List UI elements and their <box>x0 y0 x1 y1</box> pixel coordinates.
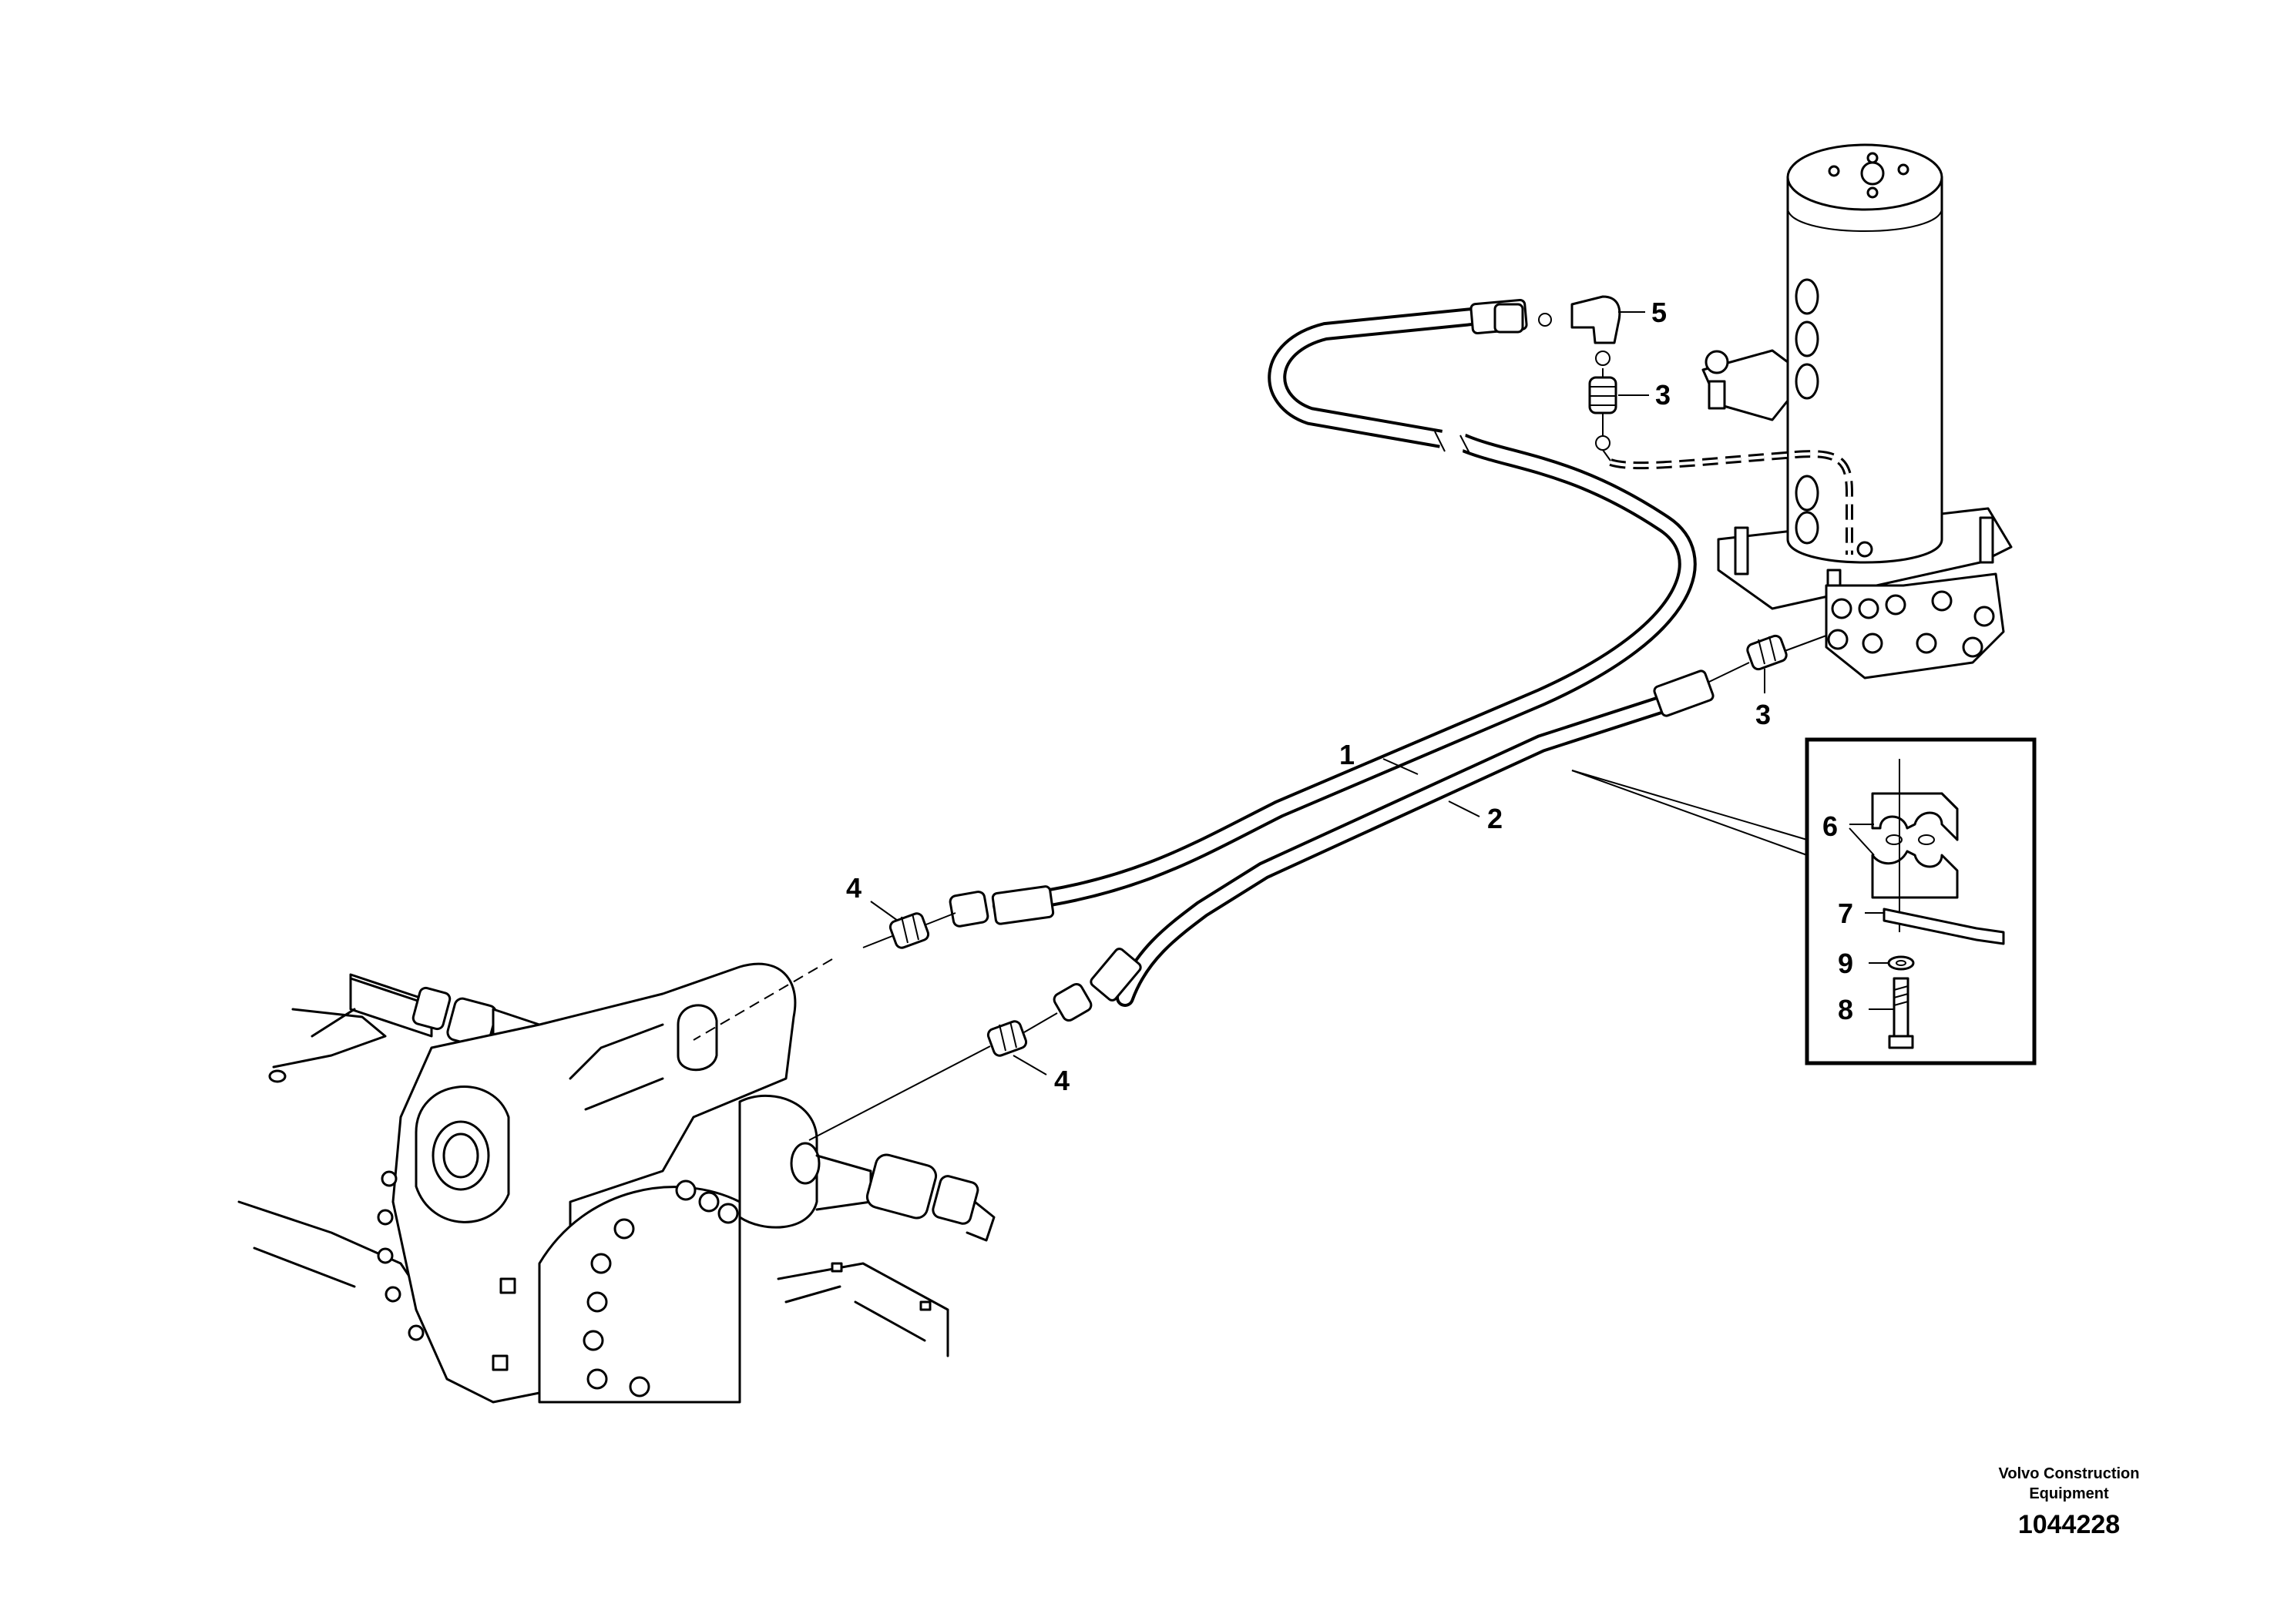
callout-2: 2 <box>1487 803 1503 834</box>
callout-5: 5 <box>1651 297 1667 328</box>
callout-6: 6 <box>1822 810 1838 842</box>
hose-1 <box>992 307 1697 914</box>
manufacturer-label: Volvo Construction Equipment <box>1942 1464 2196 1504</box>
callout-9: 9 <box>1838 948 1853 979</box>
hose-fittings <box>888 295 1788 1057</box>
manufacturer-line-1: Volvo Construction <box>1998 1465 2140 1482</box>
callout-3-top: 3 <box>1655 379 1671 411</box>
callout-1: 1 <box>1339 739 1355 770</box>
callout-8: 8 <box>1838 994 1853 1025</box>
callout-3-right: 3 <box>1755 699 1771 730</box>
axle-assembly <box>237 962 996 1404</box>
manufacturer-line-2: Equipment <box>2029 1485 2109 1502</box>
hub-bolts <box>377 1170 739 1398</box>
drawing-number: 1044228 <box>2017 1510 2121 1539</box>
callouts: 1 2 3 3 4 4 5 6 7 9 8 <box>846 297 1894 1096</box>
swivel-joint <box>1701 143 2013 679</box>
callout-4-lower: 4 <box>1054 1065 1070 1096</box>
clamp-detail-inset <box>1571 737 2037 1065</box>
assembly-lines <box>693 368 1853 1141</box>
callout-4-upper: 4 <box>846 872 862 904</box>
callout-7: 7 <box>1838 898 1853 929</box>
